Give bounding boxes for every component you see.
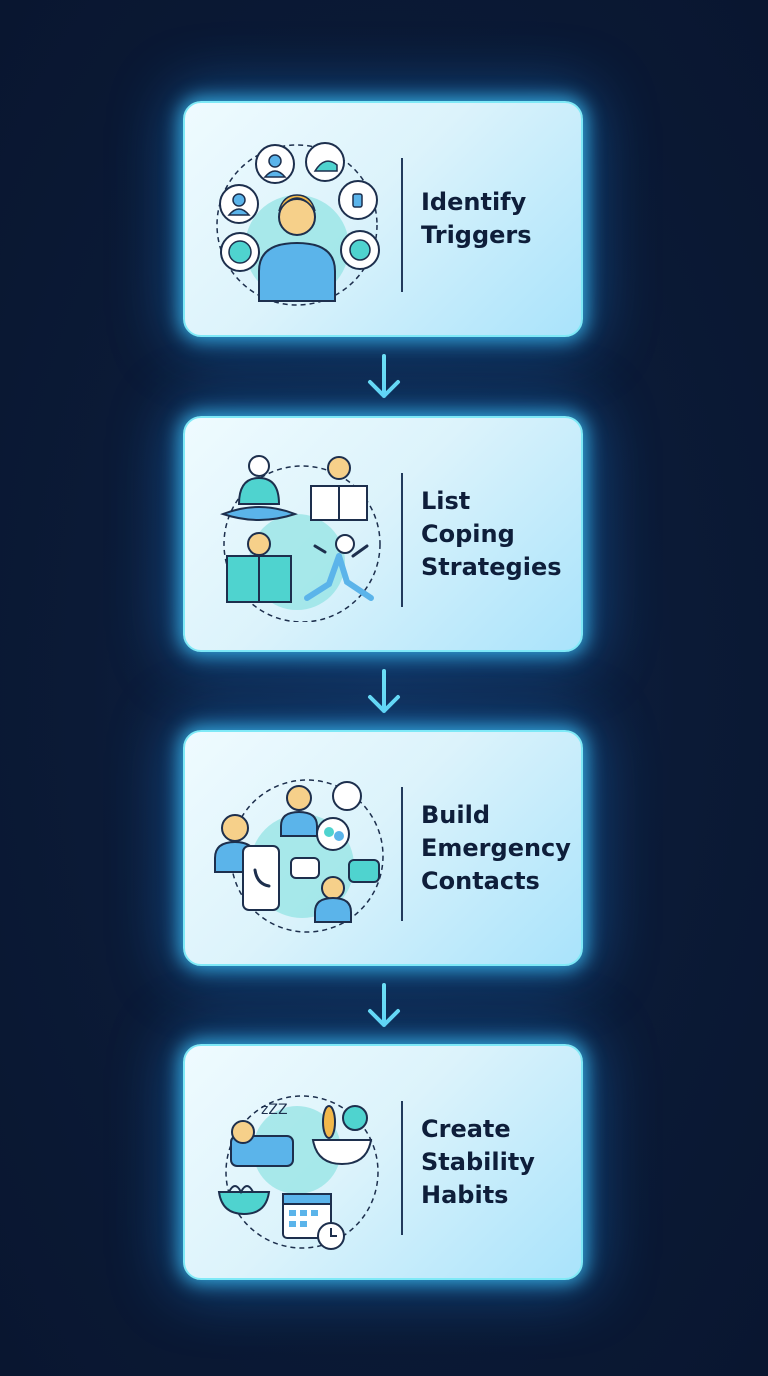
svg-text:zZZ: zZZ [261, 1102, 288, 1118]
card-divider [401, 1101, 403, 1235]
step-card-emergency-contacts: Build Emergency Contacts [183, 730, 583, 966]
arrow-down-icon [368, 354, 400, 398]
daily-habits-icon: zZZ [217, 1095, 379, 1250]
step-label: Create Stability Habits [421, 1046, 535, 1278]
step-label-line: Strategies [421, 552, 562, 581]
arrow-down-icon [368, 983, 400, 1027]
step-label-line: List [421, 486, 471, 515]
step-card-identify-triggers: Identify Triggers [183, 101, 583, 337]
card-divider [401, 473, 403, 607]
step-label-line: Habits [421, 1180, 509, 1209]
step-label-line: Triggers [421, 221, 532, 249]
step-card-stability-habits: zZZ Create Stability Habits [183, 1044, 583, 1280]
step-label-line: Coping [421, 519, 515, 548]
step-label: List Coping Strategies [421, 418, 562, 650]
card-divider [401, 158, 403, 292]
person-with-triggers-icon [216, 142, 380, 306]
step-card-coping-strategies: List Coping Strategies [183, 416, 583, 652]
step-label-line: Create [421, 1114, 511, 1143]
step-label-line: Identify [421, 188, 527, 216]
step-label-line: Stability [421, 1147, 535, 1176]
step-label-line: Emergency [421, 833, 571, 862]
card-divider [401, 787, 403, 921]
step-label-line: Contacts [421, 866, 540, 895]
contacts-network-icon [214, 779, 384, 933]
coping-activities-icon [220, 455, 381, 622]
arrow-down-icon [368, 669, 400, 713]
step-label: Identify Triggers [421, 103, 532, 335]
step-label-line: Build [421, 800, 491, 829]
step-label: Build Emergency Contacts [421, 732, 571, 964]
